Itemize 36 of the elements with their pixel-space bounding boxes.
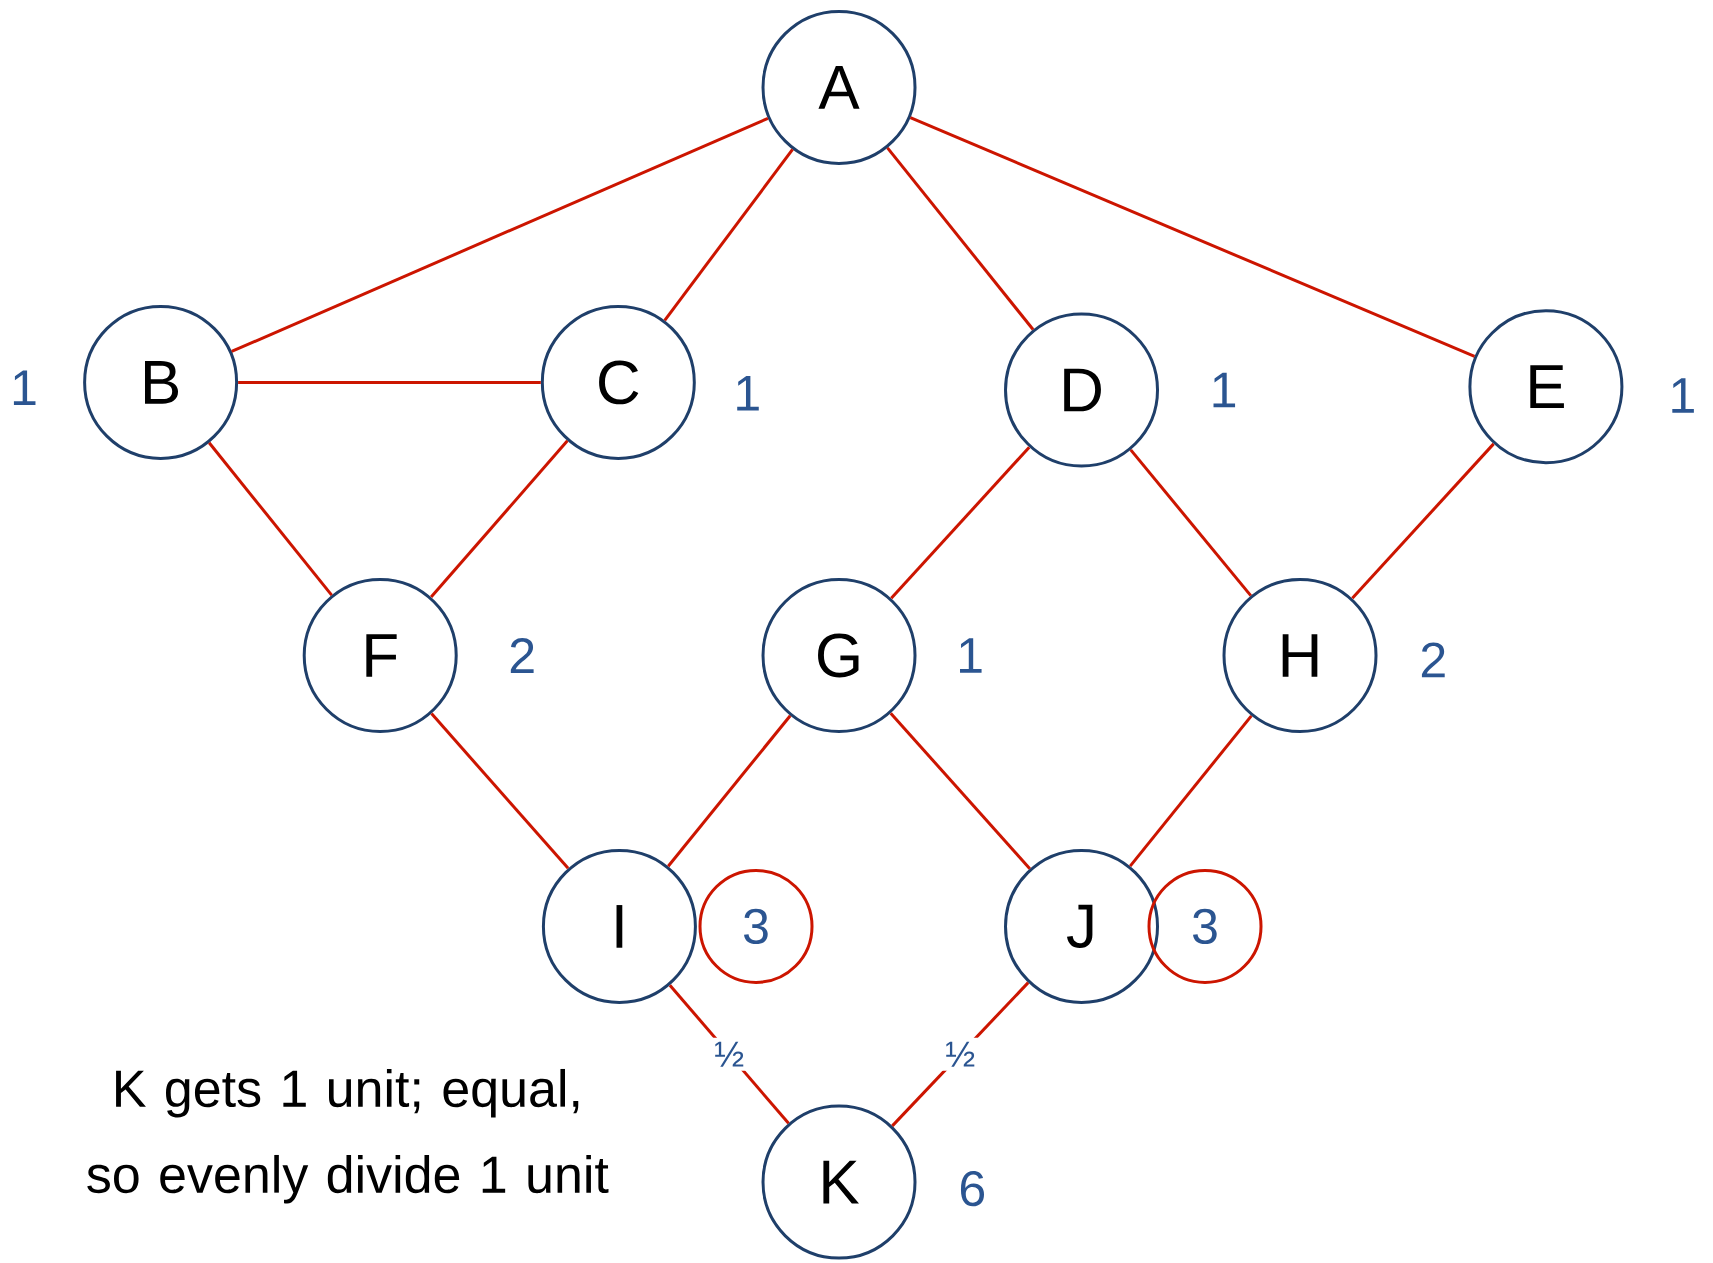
edge-line <box>890 446 1031 600</box>
edge-line <box>889 712 1031 870</box>
node-value: 2 <box>1421 642 1445 678</box>
graph-vertex: B <box>83 304 239 460</box>
graph-vertex: H <box>1222 578 1378 733</box>
graph-vertex: K <box>761 1104 917 1260</box>
node-value: 1 <box>960 638 982 673</box>
edge-line <box>663 148 794 322</box>
node-value: 2 <box>510 638 534 673</box>
note-text: K gets 1 unit; equal, so evenly divide 1 unit <box>87 1068 609 1204</box>
node-value: 1 <box>1672 378 1694 413</box>
graph-vertex: D <box>1004 312 1159 468</box>
graph-vertex: J <box>1004 848 1159 1004</box>
graph-vertex: C <box>540 304 696 460</box>
edge-label: ½ <box>946 1041 975 1067</box>
edge-line <box>1129 448 1252 597</box>
edge-line <box>231 116 769 353</box>
edge-line <box>430 712 570 870</box>
graph-vertex: G <box>761 578 917 733</box>
edge-line <box>667 714 792 868</box>
node-value: 1 <box>1213 372 1236 408</box>
node-value: 6 <box>960 1170 984 1207</box>
edge-line <box>1351 442 1495 600</box>
edge-line <box>238 380 541 384</box>
edge-line <box>909 116 1476 358</box>
edge-line <box>886 146 1035 331</box>
edge-label: ½ <box>715 1041 744 1067</box>
edge-line <box>1129 714 1253 868</box>
node-value: 1 <box>13 370 36 405</box>
edge-line <box>430 439 569 599</box>
graph-vertex: A <box>761 9 917 165</box>
edge-line <box>208 441 333 597</box>
node-value: 1 <box>737 376 759 411</box>
graph-vertex: I <box>541 848 697 1004</box>
graph-vertex: E <box>1468 309 1624 465</box>
graph-vertex: F <box>302 578 458 733</box>
